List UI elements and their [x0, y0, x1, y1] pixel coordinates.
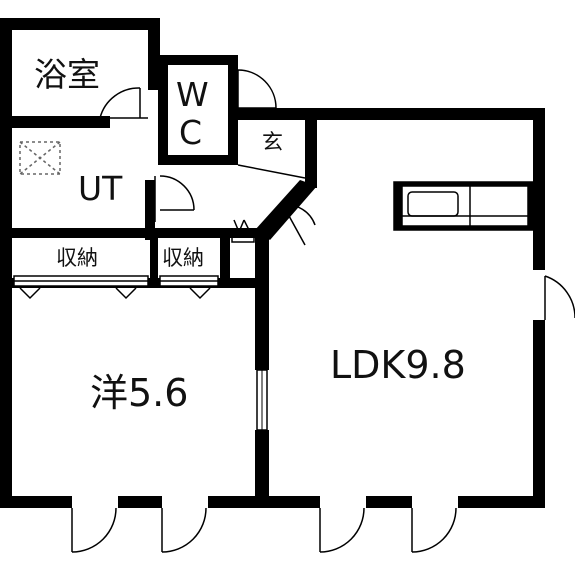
utility-label: UT: [78, 169, 123, 208]
wc-label-w: W: [176, 75, 209, 114]
bath-label: 浴室: [34, 55, 100, 94]
wc-label-c: C: [179, 113, 203, 152]
bottom-openings: [72, 272, 545, 508]
entrance-label: 玄: [262, 130, 283, 154]
sliding-partition: [256, 369, 268, 431]
entrance-step: [237, 164, 306, 179]
ldk-label: LDK9.8: [330, 343, 466, 387]
walls: [0, 18, 545, 508]
kitchen-counter: [393, 181, 535, 231]
western-room-label: 洋5.6: [90, 371, 189, 415]
washer-pan: [19, 141, 61, 175]
closet-doors: [13, 275, 219, 300]
door-swings: [71, 69, 575, 553]
storage-right-label: 収納: [162, 246, 204, 270]
storage-left-label: 収納: [56, 246, 98, 270]
shoe-cabinet: [231, 219, 255, 243]
